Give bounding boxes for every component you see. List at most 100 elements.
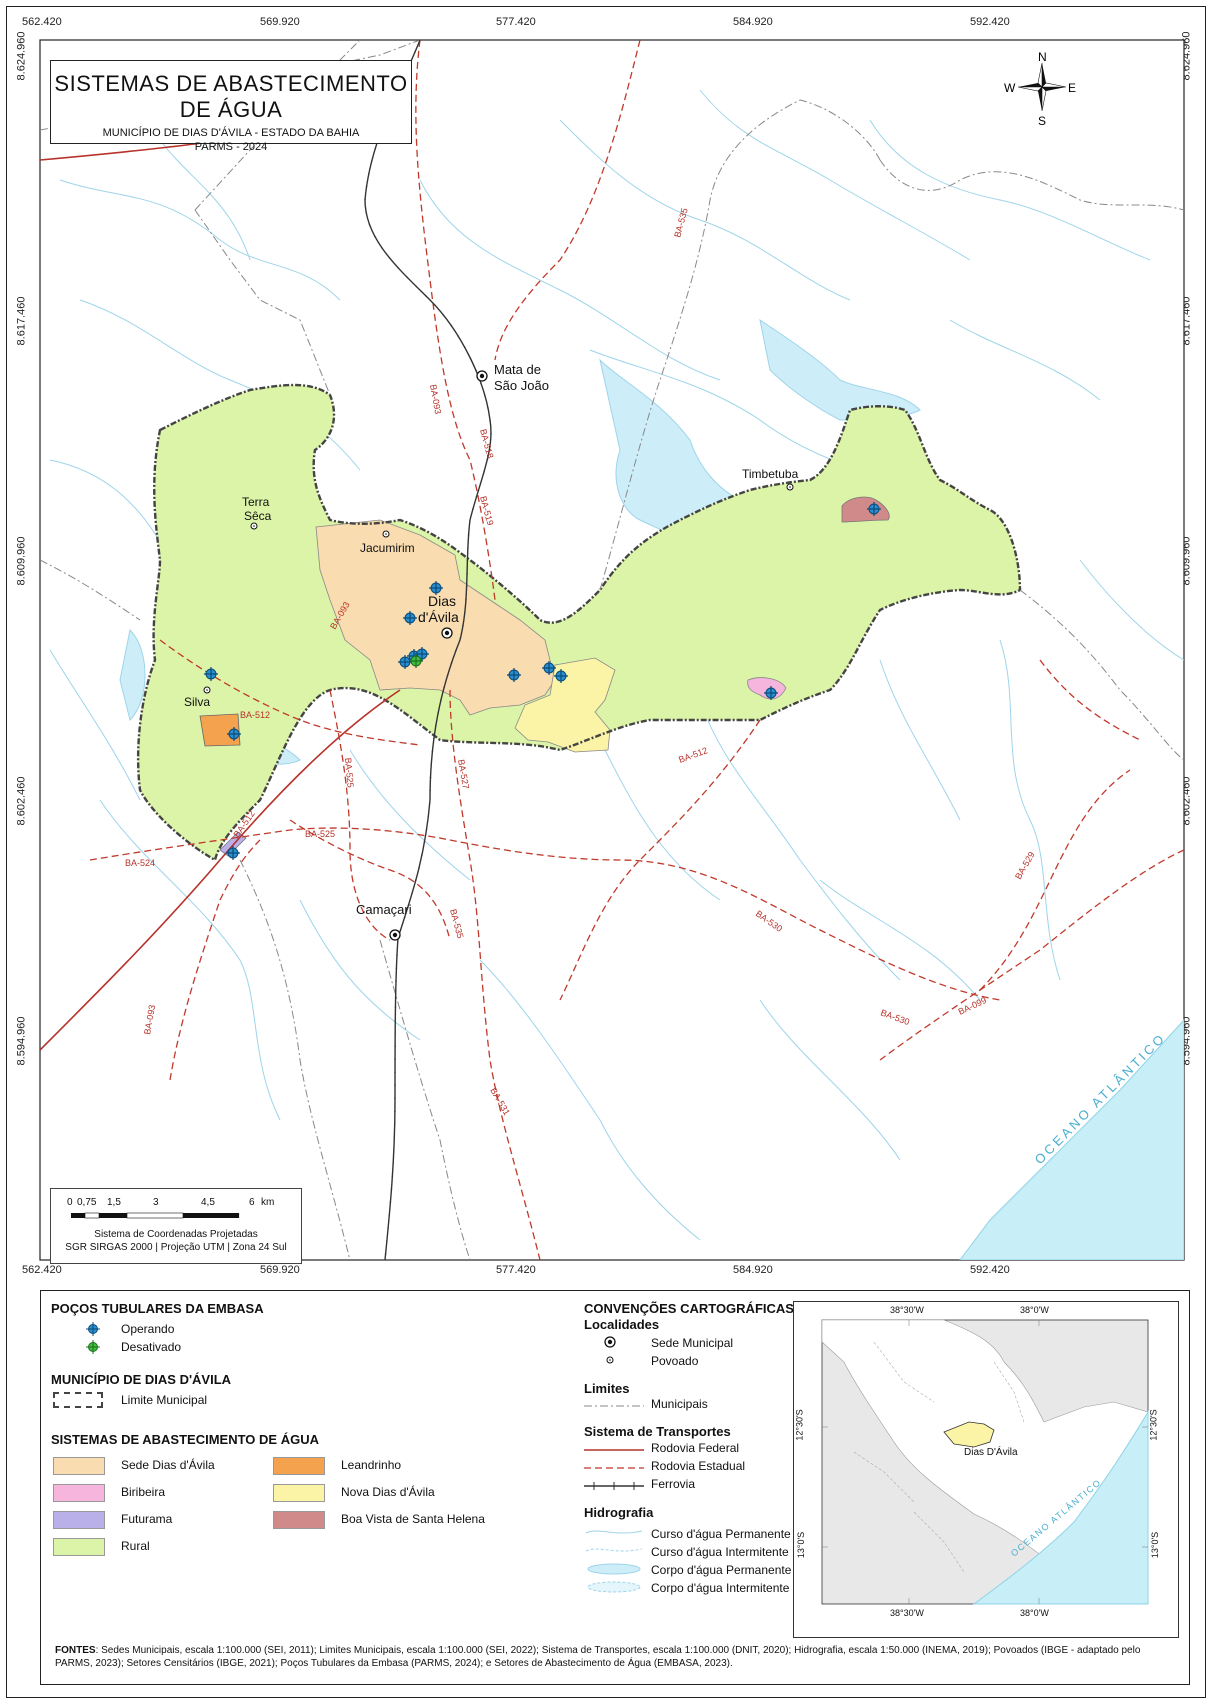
- region-leandrinho: [199, 713, 241, 747]
- place-dias-1: Dias: [428, 593, 456, 609]
- legend-hydro-2: Corpo d'água Permanente: [651, 1563, 792, 1577]
- sources-body: : Sedes Municipais, escala 1:100.000 (SE…: [55, 1645, 1141, 1669]
- seat-icon: [389, 929, 401, 941]
- north-label: N: [1038, 50, 1047, 64]
- legend-federal-line: [584, 1449, 644, 1451]
- well-operating-icon[interactable]: [204, 667, 218, 681]
- legend-saa-2: Biribeira: [121, 1485, 166, 1499]
- well-operating-icon[interactable]: [867, 502, 881, 516]
- legend-trans-title: Sistema de Transportes: [584, 1424, 731, 1439]
- village-icon: [786, 483, 794, 491]
- sources-bold: FONTES: [55, 1645, 96, 1656]
- well-operating-icon[interactable]: [226, 846, 240, 860]
- scale-tick-2: 1,5: [107, 1197, 121, 1208]
- seat-icon: [476, 370, 488, 382]
- well-deactivated-icon[interactable]: [409, 654, 423, 668]
- legend-rail-line: [584, 1482, 644, 1490]
- place-dias-2: d'Ávila: [418, 609, 459, 625]
- state-roads: [89, 40, 1184, 1260]
- inset-label: Dias D'Ávila: [964, 1447, 1018, 1458]
- map-subtitle: MUNICÍPIO DE DIAS D'ÁVILA - ESTADO DA BA…: [102, 127, 360, 139]
- legend-saa-1: Leandrinho: [341, 1458, 402, 1472]
- coord-top-4: 584.920: [733, 16, 773, 28]
- legend-muni-swatch: [53, 1392, 103, 1408]
- legend-muni-item: Limite Municipal: [121, 1393, 208, 1407]
- scale-tick-5: 6: [249, 1197, 255, 1208]
- region-sede-dias-davila: [315, 519, 556, 716]
- legend-conv-title: CONVENÇÕES CARTOGRÁFICAS: [584, 1301, 794, 1316]
- south-label: S: [1038, 114, 1046, 128]
- legend-muni-title: MUNICÍPIO DE DIAS D'ÁVILA: [51, 1372, 232, 1387]
- legend-saa-swatch-0: [53, 1457, 105, 1475]
- well-operating-icon[interactable]: [398, 655, 412, 669]
- legend-hydro-title: Hidrografia: [584, 1505, 654, 1520]
- region-rural: [138, 385, 1020, 860]
- inset-bottom-2: 38°0'W: [1020, 1608, 1049, 1618]
- railway: [364, 40, 492, 1260]
- legend-saa-3: Nova Dias d'Ávila: [341, 1485, 435, 1499]
- localities: [203, 370, 794, 941]
- legend-saa-swatch-1: [273, 1457, 325, 1475]
- map-title: SISTEMAS DE ABASTECIMENTO DE ÁGUA: [54, 71, 408, 122]
- legend-saa-6: Rural: [121, 1539, 150, 1553]
- legend-trans-federal: Rodovia Federal: [651, 1441, 740, 1455]
- legend-saa-swatch-4: [53, 1511, 105, 1529]
- well-operating-icon[interactable]: [542, 661, 556, 675]
- scale-crs-1: Sistema de Coordenadas Projetadas: [94, 1229, 258, 1240]
- coord-bottom-1: 562.420: [22, 1264, 62, 1276]
- coord-bottom-3: 577.420: [496, 1264, 536, 1276]
- well-operating-icon[interactable]: [764, 686, 778, 700]
- region-boa-vista: [841, 496, 890, 523]
- map-svg: BA-093 BA-093 BA-512 BA-512 BA-512 BA-52…: [39, 39, 1185, 1261]
- scale-tick-4: 4,5: [201, 1197, 215, 1208]
- legend-saa-5: Boa Vista de Santa Helena: [341, 1512, 485, 1526]
- legend-loc-title: Localidades: [584, 1317, 660, 1332]
- legend-saa-swatch-2: [53, 1484, 105, 1502]
- region-nova-dias-davila: [514, 657, 616, 753]
- scale-crs-2: SGR SIRGAS 2000 | Projeção UTM | Zona 24…: [65, 1242, 287, 1253]
- legend-hydro-3: Corpo d'água Intermitente: [651, 1581, 790, 1595]
- place-jacumirim: Jacumirim: [360, 541, 415, 555]
- legend-wells-title: POÇOS TUBULARES DA EMBASA: [51, 1301, 264, 1316]
- inset-left-2: 13°0'S: [796, 1531, 807, 1559]
- north-arrow-icon: N S E W: [1004, 50, 1076, 128]
- well-operating-icon[interactable]: [507, 668, 521, 682]
- page-frame: [6, 6, 1206, 1698]
- legend-hydro-symbols: [585, 1530, 643, 1593]
- coord-top-3: 577.420: [496, 16, 536, 28]
- scale-tick-1: 0,75: [77, 1197, 97, 1208]
- village-icon: [250, 522, 258, 530]
- well-operating-icon[interactable]: [403, 611, 417, 625]
- road-label-7: BA-525: [305, 829, 335, 839]
- village-icon: [606, 1356, 614, 1364]
- well-operating-icon[interactable]: [415, 647, 429, 661]
- ocean-area: [959, 1019, 1184, 1260]
- seat-icon: [604, 1336, 616, 1348]
- place-silva: Silva: [184, 695, 210, 709]
- legend-loc-seat: Sede Municipal: [651, 1336, 734, 1350]
- west-label: W: [1004, 81, 1016, 95]
- legend-well-deactivated: Desativado: [121, 1340, 182, 1354]
- legend-state-line: [584, 1467, 644, 1469]
- map-area: 562.420 569.920 577.420 584.920 592.420 …: [15, 16, 1192, 1276]
- legend-saa-4: Futurama: [121, 1512, 173, 1526]
- legend-saa-0: Sede Dias d'Ávila: [121, 1458, 215, 1472]
- seat-icon: [441, 627, 453, 639]
- rivers: [49, 89, 1184, 1241]
- place-mata-2: São João: [494, 378, 549, 393]
- inset-map: OCEANO ATLÂNTICO 38°30'W 38°0'W 38°30'W …: [793, 1301, 1179, 1638]
- east-label: E: [1068, 81, 1076, 95]
- well-operating-icon[interactable]: [429, 581, 443, 595]
- scale-tick-3: 3: [153, 1197, 159, 1208]
- well-operating-icon: [86, 1322, 100, 1336]
- well-operating-icon[interactable]: [227, 727, 241, 741]
- coord-top-1: 562.420: [22, 16, 62, 28]
- legend-well-operating: Operando: [121, 1322, 175, 1336]
- legend-panel: POÇOS TUBULARES DA EMBASA Operando Desat…: [40, 1290, 1190, 1685]
- inset-bottom-1: 38°30'W: [890, 1608, 924, 1618]
- place-terra-1: Terra: [242, 495, 270, 509]
- legend-saa-swatch-6: [53, 1538, 105, 1556]
- scale-bar-box: 0 0,75 1,5 3 4,5 6 km Sistema de Coorden…: [50, 1188, 302, 1264]
- legend-saa-title: SISTEMAS DE ABASTECIMENTO DE ÁGUA: [51, 1432, 319, 1447]
- well-operating-icon[interactable]: [554, 669, 568, 683]
